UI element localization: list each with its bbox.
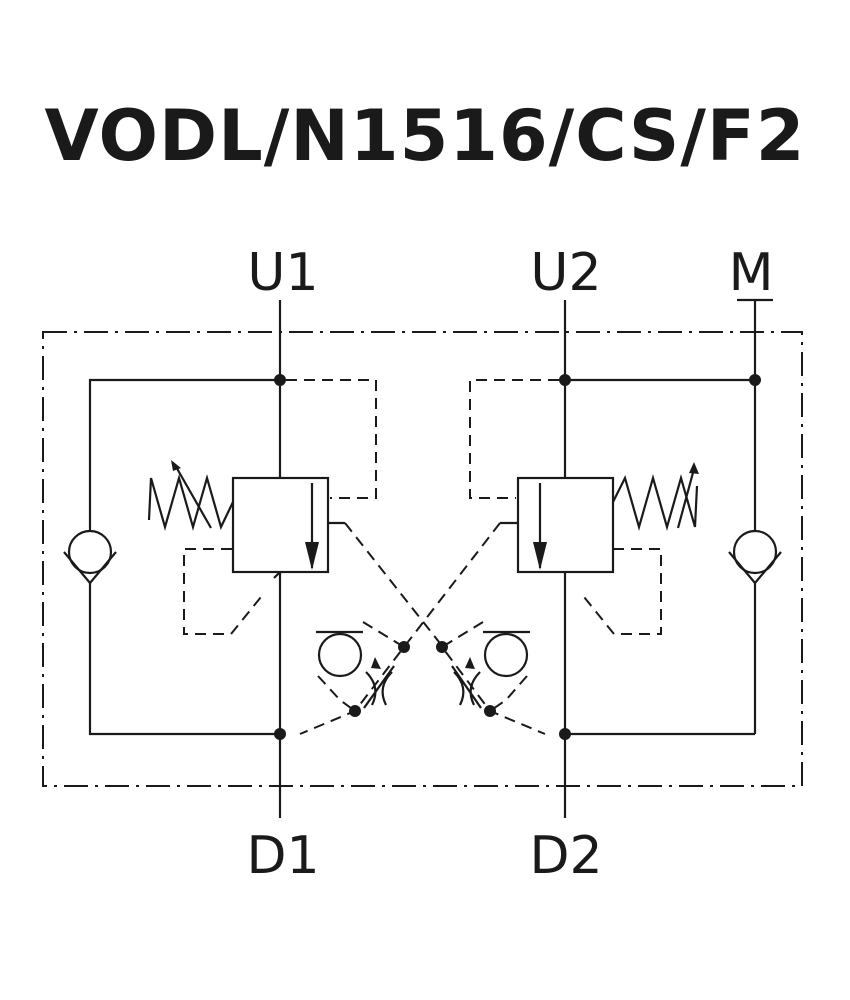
right-adjustable-spring <box>612 462 699 532</box>
port-label-u2: U2 <box>530 243 601 303</box>
right-valve-block <box>516 476 615 574</box>
right-drain-loop <box>579 548 662 635</box>
port-label-m: M <box>729 243 774 303</box>
left-check-throttle <box>299 621 406 735</box>
valve-body-outline <box>42 331 803 787</box>
diagram-title: VODL/N1516/CS/F2 <box>44 95 806 177</box>
left-valve-block <box>231 476 330 579</box>
port-label-u1: U1 <box>247 243 318 303</box>
port-label-d1: D1 <box>246 826 319 886</box>
left-top-connection <box>88 378 280 530</box>
left-adjustable-spring <box>147 460 234 532</box>
left-check-valve <box>63 529 117 585</box>
cross-pilot-left <box>344 522 444 648</box>
left-pilot-top <box>286 379 377 499</box>
right-check-valve <box>728 529 782 585</box>
cross-pilot-right <box>403 522 501 648</box>
right-pilot-top <box>469 379 559 499</box>
port-label-d2: D2 <box>529 826 602 886</box>
left-bottom-connection <box>88 583 280 736</box>
left-drain-loop <box>183 548 266 635</box>
right-check-throttle <box>440 621 546 735</box>
